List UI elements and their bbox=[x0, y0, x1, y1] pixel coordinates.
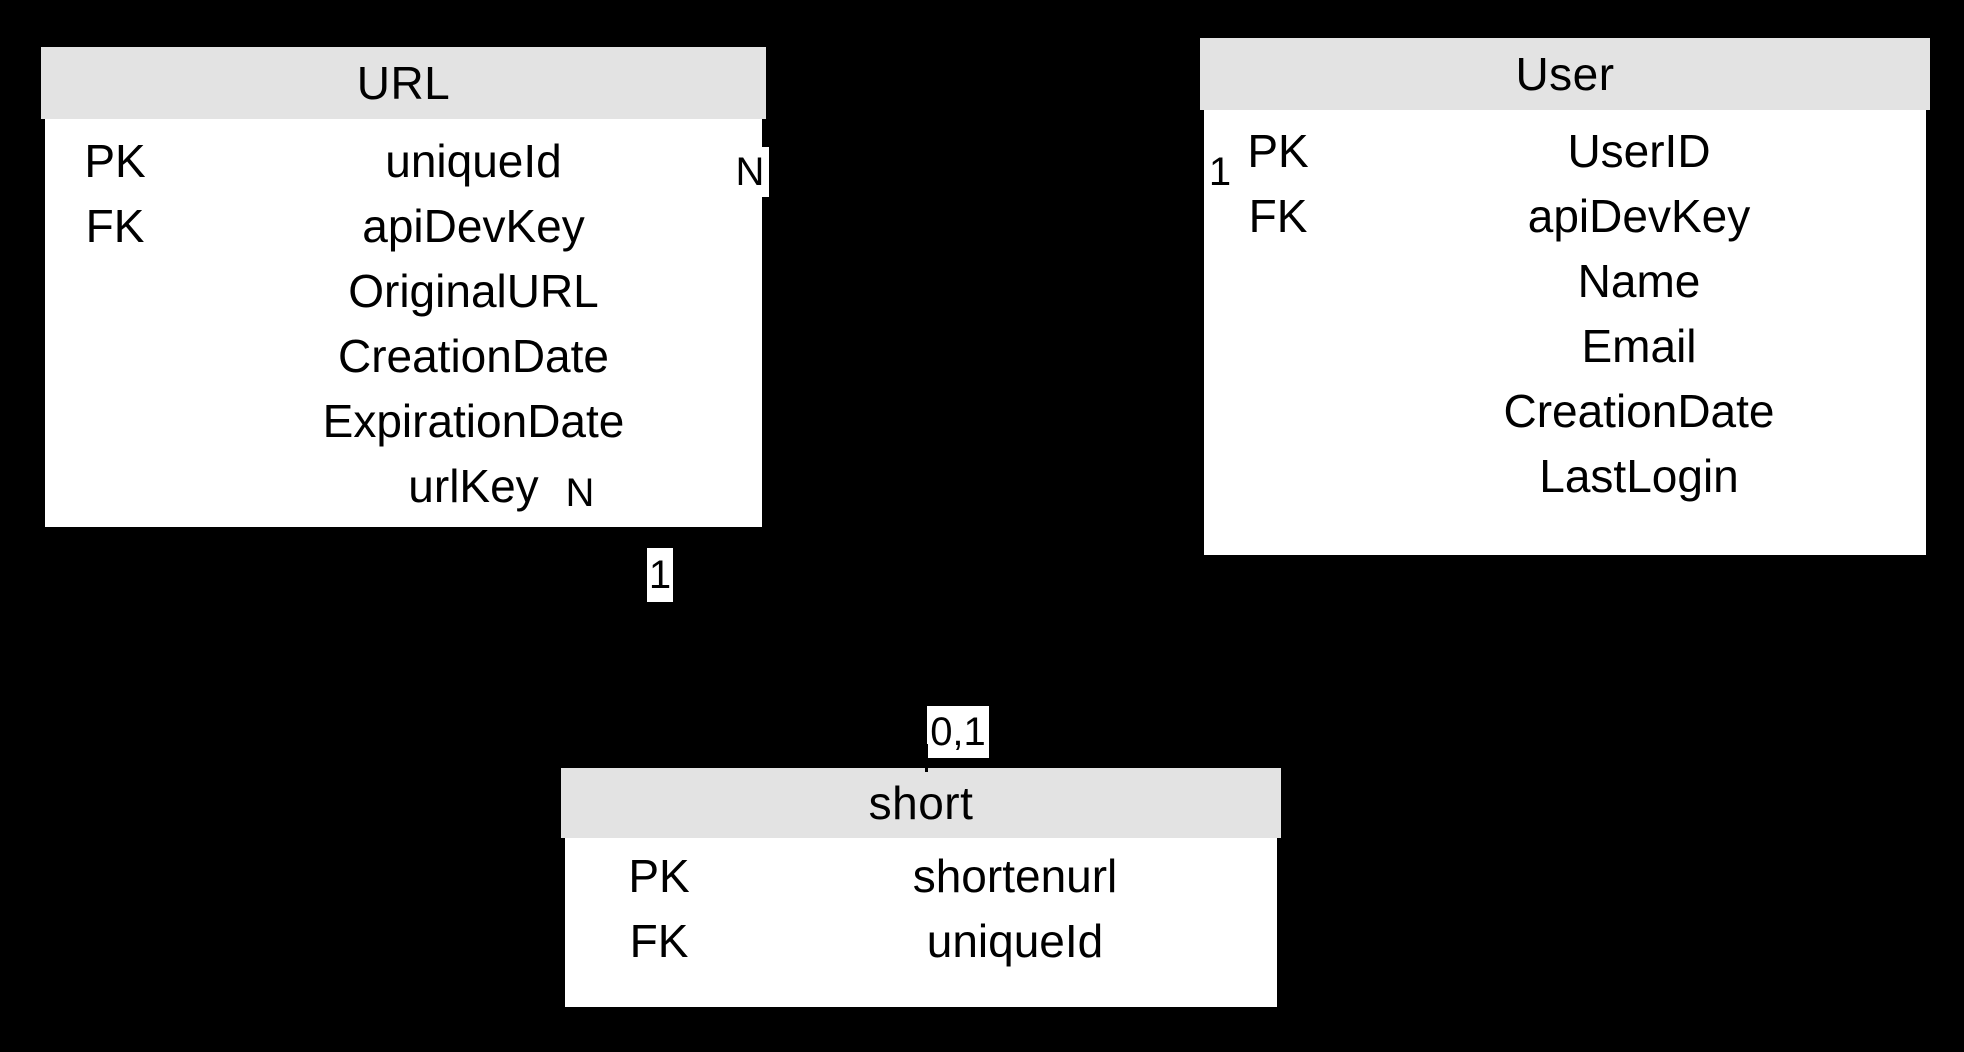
entity-row: FK apiDevKey bbox=[45, 193, 762, 258]
row-key-label: FK bbox=[629, 914, 689, 967]
entity-table-short: short PK shortenurl FK uniqueId bbox=[561, 768, 1281, 1007]
entity-row: FK uniqueId bbox=[565, 908, 1277, 973]
row-attribute-label: apiDevKey bbox=[1527, 189, 1751, 242]
entity-row: PK uniqueId bbox=[45, 128, 762, 193]
relationship-line-tick bbox=[925, 744, 928, 772]
entity-row: urlKey bbox=[45, 453, 762, 518]
row-attribute-label: LastLogin bbox=[1539, 449, 1739, 502]
entity-row: Name bbox=[1204, 248, 1926, 313]
entity-row: Email bbox=[1204, 313, 1926, 378]
entity-row: FK apiDevKey bbox=[1204, 183, 1926, 248]
entity-row: ExpirationDate bbox=[45, 388, 762, 453]
row-key-label: FK bbox=[1248, 189, 1308, 242]
row-attribute-label: urlKey bbox=[408, 459, 539, 512]
cardinality-label-short-top: 0,1 bbox=[927, 706, 989, 758]
entity-body-user: PK UserID FK apiDevKey Name Email Creati… bbox=[1204, 110, 1926, 555]
row-key-label: PK bbox=[1247, 124, 1309, 177]
row-attribute-label: shortenurl bbox=[912, 849, 1118, 902]
entity-title-short: short bbox=[561, 768, 1281, 838]
entity-row: PK shortenurl bbox=[565, 843, 1277, 908]
row-attribute-label: UserID bbox=[1567, 124, 1711, 177]
entity-row: OriginalURL bbox=[45, 258, 762, 323]
cardinality-label-url-right: N bbox=[731, 147, 769, 197]
row-attribute-label: ExpirationDate bbox=[322, 394, 625, 447]
row-attribute-label: Name bbox=[1577, 254, 1701, 307]
entity-title-user: User bbox=[1200, 38, 1930, 110]
entity-row: CreationDate bbox=[45, 323, 762, 388]
entity-body-short: PK shortenurl FK uniqueId bbox=[565, 838, 1277, 1007]
row-attribute-label: CreationDate bbox=[337, 329, 610, 382]
cardinality-label-user-left: 1 bbox=[1204, 147, 1236, 197]
row-attribute-label: uniqueId bbox=[385, 134, 562, 187]
row-attribute-label: OriginalURL bbox=[348, 264, 599, 317]
row-key-label: FK bbox=[85, 199, 145, 252]
entity-table-user: User PK UserID FK apiDevKey Name Email C… bbox=[1200, 38, 1930, 555]
row-key-label: PK bbox=[84, 134, 146, 187]
row-attribute-label: CreationDate bbox=[1503, 384, 1775, 437]
entity-title-url: URL bbox=[41, 47, 766, 119]
row-attribute-label: apiDevKey bbox=[362, 199, 585, 252]
row-attribute-label: uniqueId bbox=[926, 914, 1104, 967]
row-attribute-label: Email bbox=[1581, 319, 1697, 372]
entity-table-url: URL PK uniqueId FK apiDevKey OriginalURL… bbox=[41, 47, 766, 527]
entity-row: CreationDate bbox=[1204, 378, 1926, 443]
entity-row: PK UserID bbox=[1204, 118, 1926, 183]
cardinality-label-url-urlkey: N bbox=[558, 468, 602, 518]
cardinality-label-url-bottom: 1 bbox=[647, 548, 673, 602]
row-key-label: PK bbox=[628, 849, 690, 902]
entity-row: LastLogin bbox=[1204, 443, 1926, 508]
entity-body-url: PK uniqueId FK apiDevKey OriginalURL Cre… bbox=[45, 119, 762, 527]
